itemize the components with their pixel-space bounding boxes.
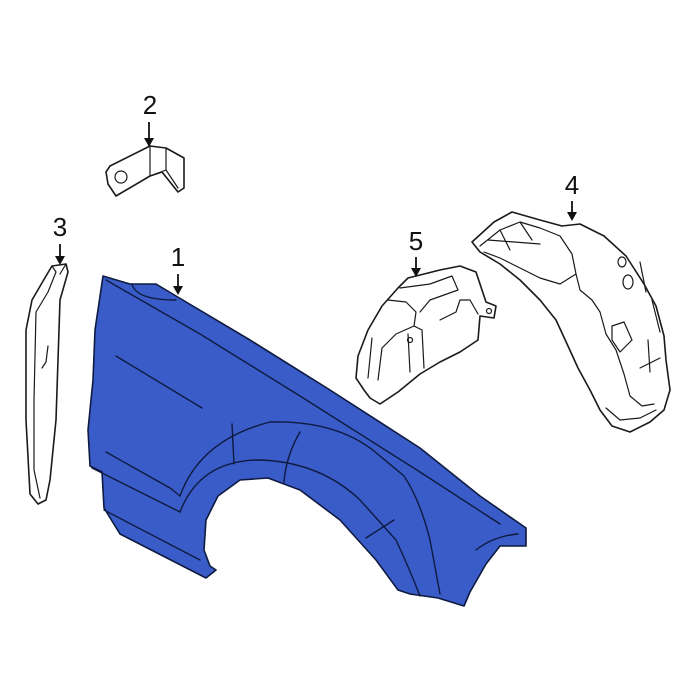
callout-5: 5 — [409, 226, 423, 277]
arrow-icon — [55, 256, 65, 265]
part-4-rear-inner-liner[interactable] — [471, 211, 671, 433]
callout-number: 2 — [143, 90, 157, 120]
arrow-icon — [144, 138, 154, 147]
callout-4: 4 — [565, 170, 579, 221]
arrow-icon — [567, 212, 577, 221]
callout-1: 1 — [171, 242, 185, 295]
callout-number: 1 — [171, 242, 185, 272]
part-3-seal-strip[interactable] — [25, 263, 69, 505]
callout-number: 3 — [53, 212, 67, 242]
arrow-icon — [173, 286, 183, 295]
callout-2: 2 — [143, 90, 157, 147]
part-2-bracket[interactable] — [105, 145, 185, 197]
arrow-icon — [411, 268, 421, 277]
part-5-front-inner-liner[interactable] — [355, 265, 497, 405]
callout-3: 3 — [53, 212, 67, 265]
callout-number: 5 — [409, 226, 423, 256]
part-1-fender[interactable] — [87, 275, 527, 607]
callout-number: 4 — [565, 170, 579, 200]
